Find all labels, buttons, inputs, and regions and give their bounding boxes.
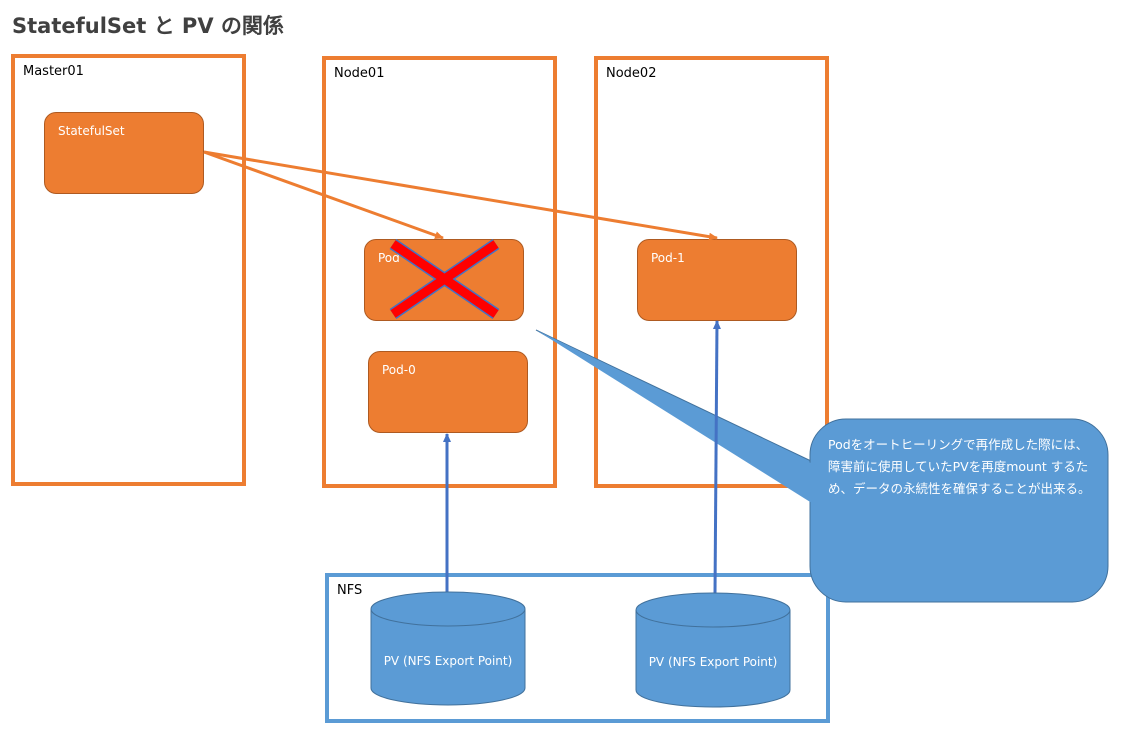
pod1-node: Pod-1 bbox=[637, 239, 797, 321]
nfs-label: NFS bbox=[337, 583, 363, 598]
statefulset-node: StatefulSet bbox=[44, 112, 204, 194]
master01-label: Master01 bbox=[23, 64, 84, 79]
pod0-label: Pod-0 bbox=[382, 363, 416, 377]
pv-cylinder-1-icon bbox=[370, 591, 526, 706]
arrow-pv-to-pod1 bbox=[712, 320, 721, 595]
statefulset-label: StatefulSet bbox=[58, 124, 125, 138]
nfs-container: NFS bbox=[325, 573, 830, 723]
pv-cylinder-2-icon bbox=[635, 592, 791, 708]
callout-text: Podをオートヒーリングで再作成した際には、障害前に使用していたPVを再度mou… bbox=[828, 437, 1091, 496]
node01-label: Node01 bbox=[334, 66, 385, 81]
callout-bubble bbox=[535, 329, 1109, 603]
node02-label: Node02 bbox=[606, 66, 657, 81]
pod0-node: Pod-0 bbox=[368, 351, 528, 433]
page-title: StatefulSet と PV の関係 bbox=[12, 14, 284, 38]
node01-container: Node01 bbox=[322, 56, 557, 488]
failed-cross-icon bbox=[389, 239, 500, 319]
pod-failed-label: Pod bbox=[378, 251, 400, 265]
pv-label-2: PV (NFS Export Point) bbox=[648, 655, 778, 669]
master01-container: Master01 bbox=[11, 54, 246, 486]
pv-label-1: PV (NFS Export Point) bbox=[383, 654, 513, 668]
pod1-label: Pod-1 bbox=[651, 251, 685, 265]
arrow-statefulset-to-pod1 bbox=[203, 150, 718, 241]
pod-failed-node: Pod bbox=[364, 239, 524, 321]
arrow-statefulset-to-pod bbox=[203, 150, 444, 240]
node02-container: Node02 bbox=[594, 56, 829, 488]
